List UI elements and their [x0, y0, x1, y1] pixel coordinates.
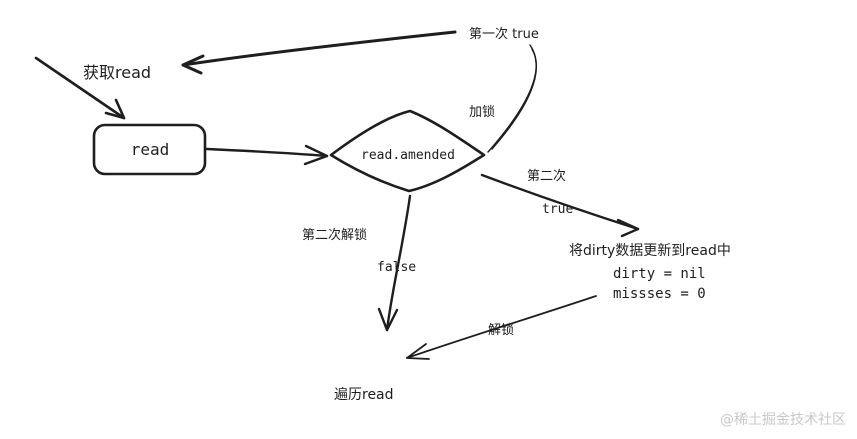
- second-label: 第二次: [527, 168, 566, 184]
- decision-label: read.amended: [361, 148, 455, 163]
- entry-arrow: [34, 56, 126, 120]
- get-read-label: 获取read: [83, 63, 151, 82]
- unlock-label: 解锁: [488, 322, 514, 338]
- watermark: @稀土掘金技术社区: [720, 412, 846, 428]
- first-true-label: 第一次 true: [469, 26, 539, 42]
- read-box-label: read: [131, 140, 170, 159]
- second-true-arrow: [480, 173, 640, 238]
- move-action-label: 将dirty数据更新到read中: [569, 243, 731, 259]
- false-arrow: [377, 194, 412, 332]
- unlock-arrow: [406, 295, 597, 360]
- false-label: false: [377, 260, 416, 275]
- iterate-read-label: 遍历read: [334, 387, 394, 403]
- dirty-nil-label: dirty = nil: [613, 266, 706, 282]
- second-unlock-label: 第二次解锁: [302, 227, 367, 243]
- lock-label: 加锁: [469, 104, 495, 120]
- decision-diamond: read.amended: [329, 109, 486, 193]
- misses-zero-label: missses = 0: [613, 286, 706, 302]
- read-box: read: [92, 123, 207, 176]
- second-true-label: true: [542, 202, 573, 217]
- read-to-decision-arrow: [205, 144, 329, 166]
- first-true-loop-arrow: [181, 30, 537, 153]
